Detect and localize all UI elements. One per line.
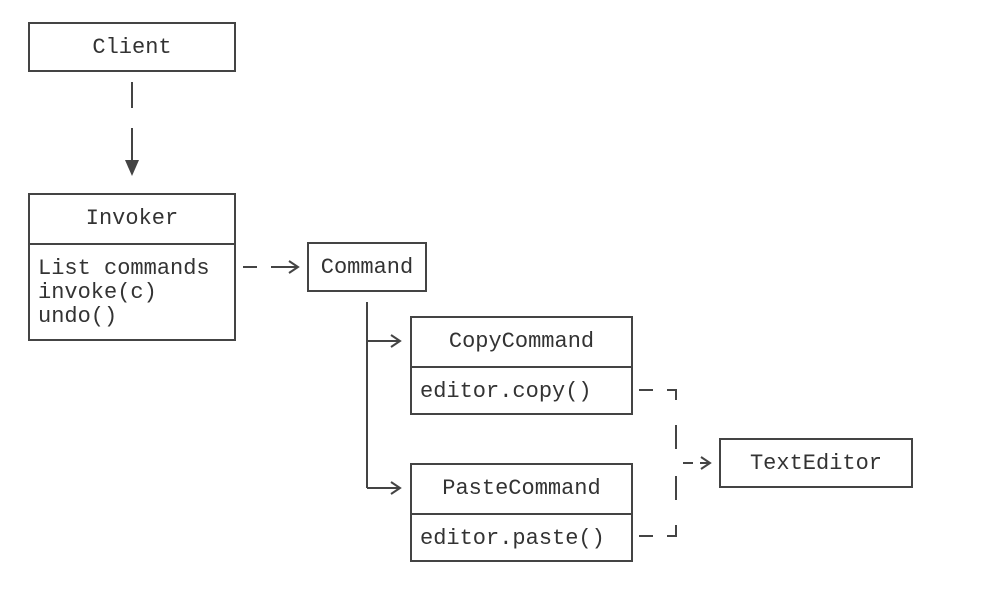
open-arrowhead-icon xyxy=(288,260,300,274)
invoker-to-command-edge xyxy=(243,260,300,274)
arrowhead-down-icon xyxy=(125,160,139,176)
invoker-node[interactable]: Invoker List commands invoke(c) undo() xyxy=(28,193,236,341)
paste-command-members: editor.paste() xyxy=(412,515,631,551)
open-arrowhead-icon xyxy=(390,481,402,495)
command-title: Command xyxy=(320,255,414,280)
copy-command-divider xyxy=(412,366,631,368)
client-title: Client xyxy=(92,35,172,60)
invoker-members: List commands invoke(c) undo() xyxy=(30,245,234,329)
copy-command-members: editor.copy() xyxy=(412,368,631,404)
open-arrowhead-icon xyxy=(700,456,712,470)
copy-command-title: CopyCommand xyxy=(448,329,595,354)
invoker-title: Invoker xyxy=(85,206,179,231)
open-arrowhead-icon xyxy=(390,334,402,348)
paste-command-member: editor.paste() xyxy=(420,526,605,551)
commands-to-texteditor-edge xyxy=(639,389,712,537)
invoker-member: undo() xyxy=(38,304,118,329)
copy-command-member: editor.copy() xyxy=(420,379,592,404)
invoker-member: List commands xyxy=(38,256,210,281)
client-to-invoker-edge xyxy=(125,82,139,176)
invoker-member: invoke(c) xyxy=(38,280,157,305)
text-editor-title: TextEditor xyxy=(749,451,883,476)
text-editor-node[interactable]: TextEditor xyxy=(719,438,913,488)
command-to-subclasses-edge xyxy=(366,302,402,495)
paste-command-divider xyxy=(412,513,631,515)
invoker-divider xyxy=(30,243,234,245)
command-node[interactable]: Command xyxy=(307,242,427,292)
copy-command-node[interactable]: CopyCommand editor.copy() xyxy=(410,316,633,415)
paste-command-node[interactable]: PasteCommand editor.paste() xyxy=(410,463,633,562)
paste-command-title: PasteCommand xyxy=(442,476,601,501)
client-node[interactable]: Client xyxy=(28,22,236,72)
